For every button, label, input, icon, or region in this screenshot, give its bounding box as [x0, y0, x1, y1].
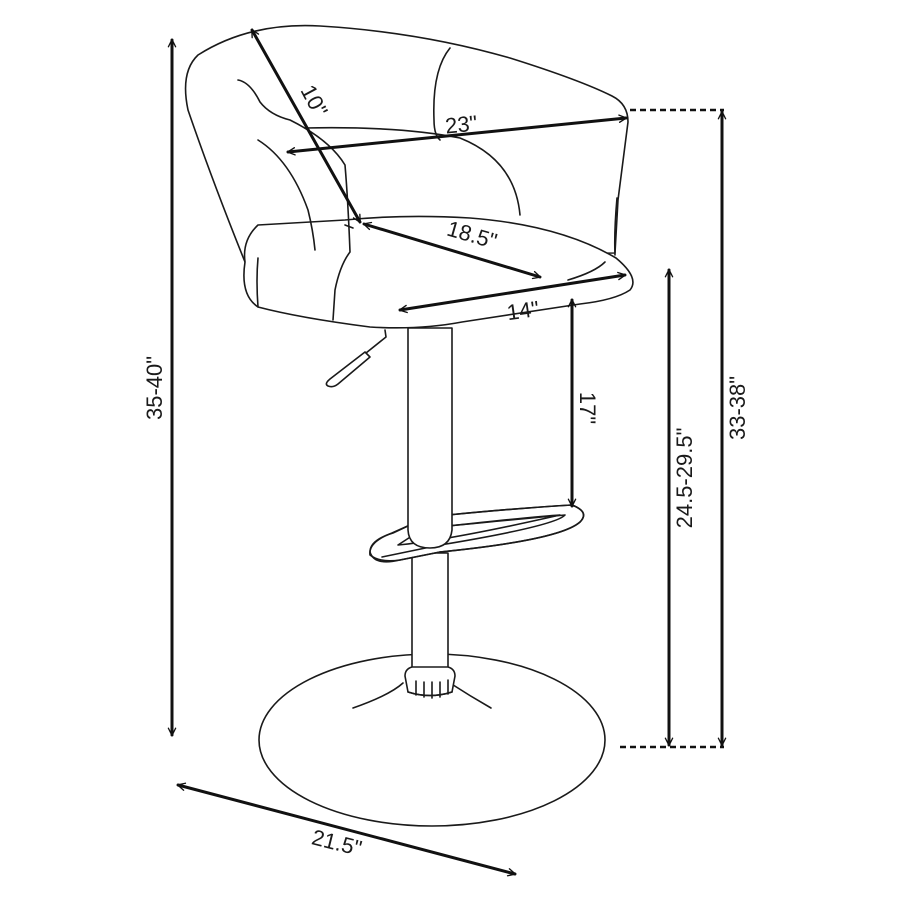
footrest-ring — [369, 504, 585, 563]
gas-lift-column-upper — [407, 327, 453, 549]
label-seat-to-footrest: 17" — [575, 392, 600, 424]
dimension-arm-height: 33-38" — [717, 110, 750, 747]
dimension-overall-height: 35-40" — [142, 38, 177, 737]
label-base-diameter: 21.5" — [309, 824, 364, 861]
label-arm-height: 33-38" — [725, 376, 750, 440]
seat-shell — [184, 24, 634, 329]
gas-lift-column-lower — [404, 552, 456, 699]
label-seat-width: 14" — [505, 296, 540, 325]
label-seat-height: 24.5-29.5" — [672, 428, 697, 529]
dimension-overall-width: 23" — [286, 110, 628, 156]
label-overall-width: 23" — [444, 110, 479, 138]
dimension-guide-dashes — [620, 108, 724, 749]
height-adjust-lever — [325, 329, 387, 388]
dimension-seat-height: 24.5-29.5" — [664, 268, 697, 747]
label-overall-height: 35-40" — [142, 356, 167, 420]
dimension-seat-to-footrest: 17" — [567, 298, 600, 508]
dimension-seat-width: 14" — [398, 271, 627, 325]
